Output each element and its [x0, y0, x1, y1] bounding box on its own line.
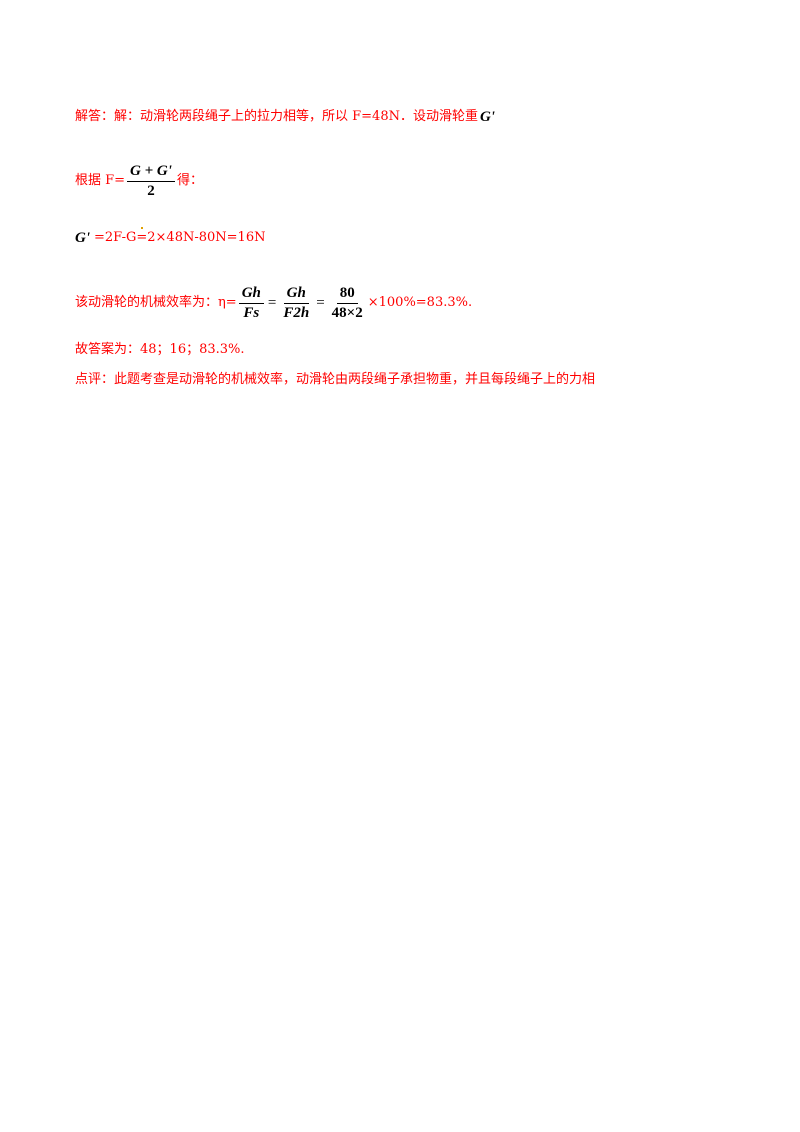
- fraction-2-denominator: F2h: [283, 304, 310, 321]
- fraction-1-denominator: Fs: [243, 304, 260, 321]
- line-2-prefix: 根据 F=: [75, 173, 126, 188]
- line-4-prefix: 该动滑轮的机械效率为：η=: [75, 295, 237, 310]
- comment-line: 点评：此题考查是动滑轮的机械效率，动滑轮由两段绳子承担物重，并且每段绳子上的力相: [75, 372, 595, 388]
- answer-line-1: 解答：解：动滑轮两段绳子上的拉力相等，所以 F=48N．设动滑轮重 G': [75, 109, 495, 125]
- symbol-g-prime-2: G': [75, 230, 90, 246]
- fraction-force-denominator: 2: [147, 182, 155, 199]
- answer-line-4: 该动滑轮的机械效率为：η= Gh Fs = Gh F2h = 80 48×2 ×…: [75, 282, 472, 324]
- line-2-suffix: 得：: [176, 173, 203, 188]
- equals-sign-2: =: [316, 295, 325, 311]
- fraction-force: G + G' 2: [127, 163, 175, 200]
- fraction-1-numerator: Gh: [238, 285, 264, 304]
- fraction-efficiency-2: Gh F2h: [280, 285, 312, 322]
- answer-line-2: 根据 F= G + G' 2 得：: [75, 160, 203, 202]
- fraction-force-numerator: G + G': [127, 163, 175, 182]
- fraction-efficiency-3: 80 48×2: [329, 285, 366, 322]
- equals-sign-1: =: [267, 295, 277, 311]
- line-3-text: =2F-G=2×48N-80N=16N: [94, 230, 266, 245]
- fraction-3-denominator: 48×2: [331, 304, 363, 321]
- comment-text: 点评：此题考查是动滑轮的机械效率，动滑轮由两段绳子承担物重，并且每段绳子上的力相: [75, 372, 596, 387]
- fraction-efficiency-1: Gh Fs: [238, 285, 264, 322]
- answer-line-5: 故答案为：48；16；83.3%.: [75, 342, 245, 358]
- answer-line-3: G' =2F-G=2×48N-80N=16N: [75, 230, 265, 246]
- stray-mark: [141, 227, 143, 229]
- symbol-g-prime: G': [479, 109, 495, 125]
- line-4-suffix: ×100%=83.3%.: [367, 295, 473, 310]
- fraction-2-numerator: Gh: [283, 285, 309, 304]
- line-5-text: 故答案为：48；16；83.3%.: [75, 342, 245, 357]
- fraction-3-numerator: 80: [336, 285, 358, 304]
- answer-line-1-text: 解答：解：动滑轮两段绳子上的拉力相等，所以 F=48N．设动滑轮重: [75, 109, 478, 124]
